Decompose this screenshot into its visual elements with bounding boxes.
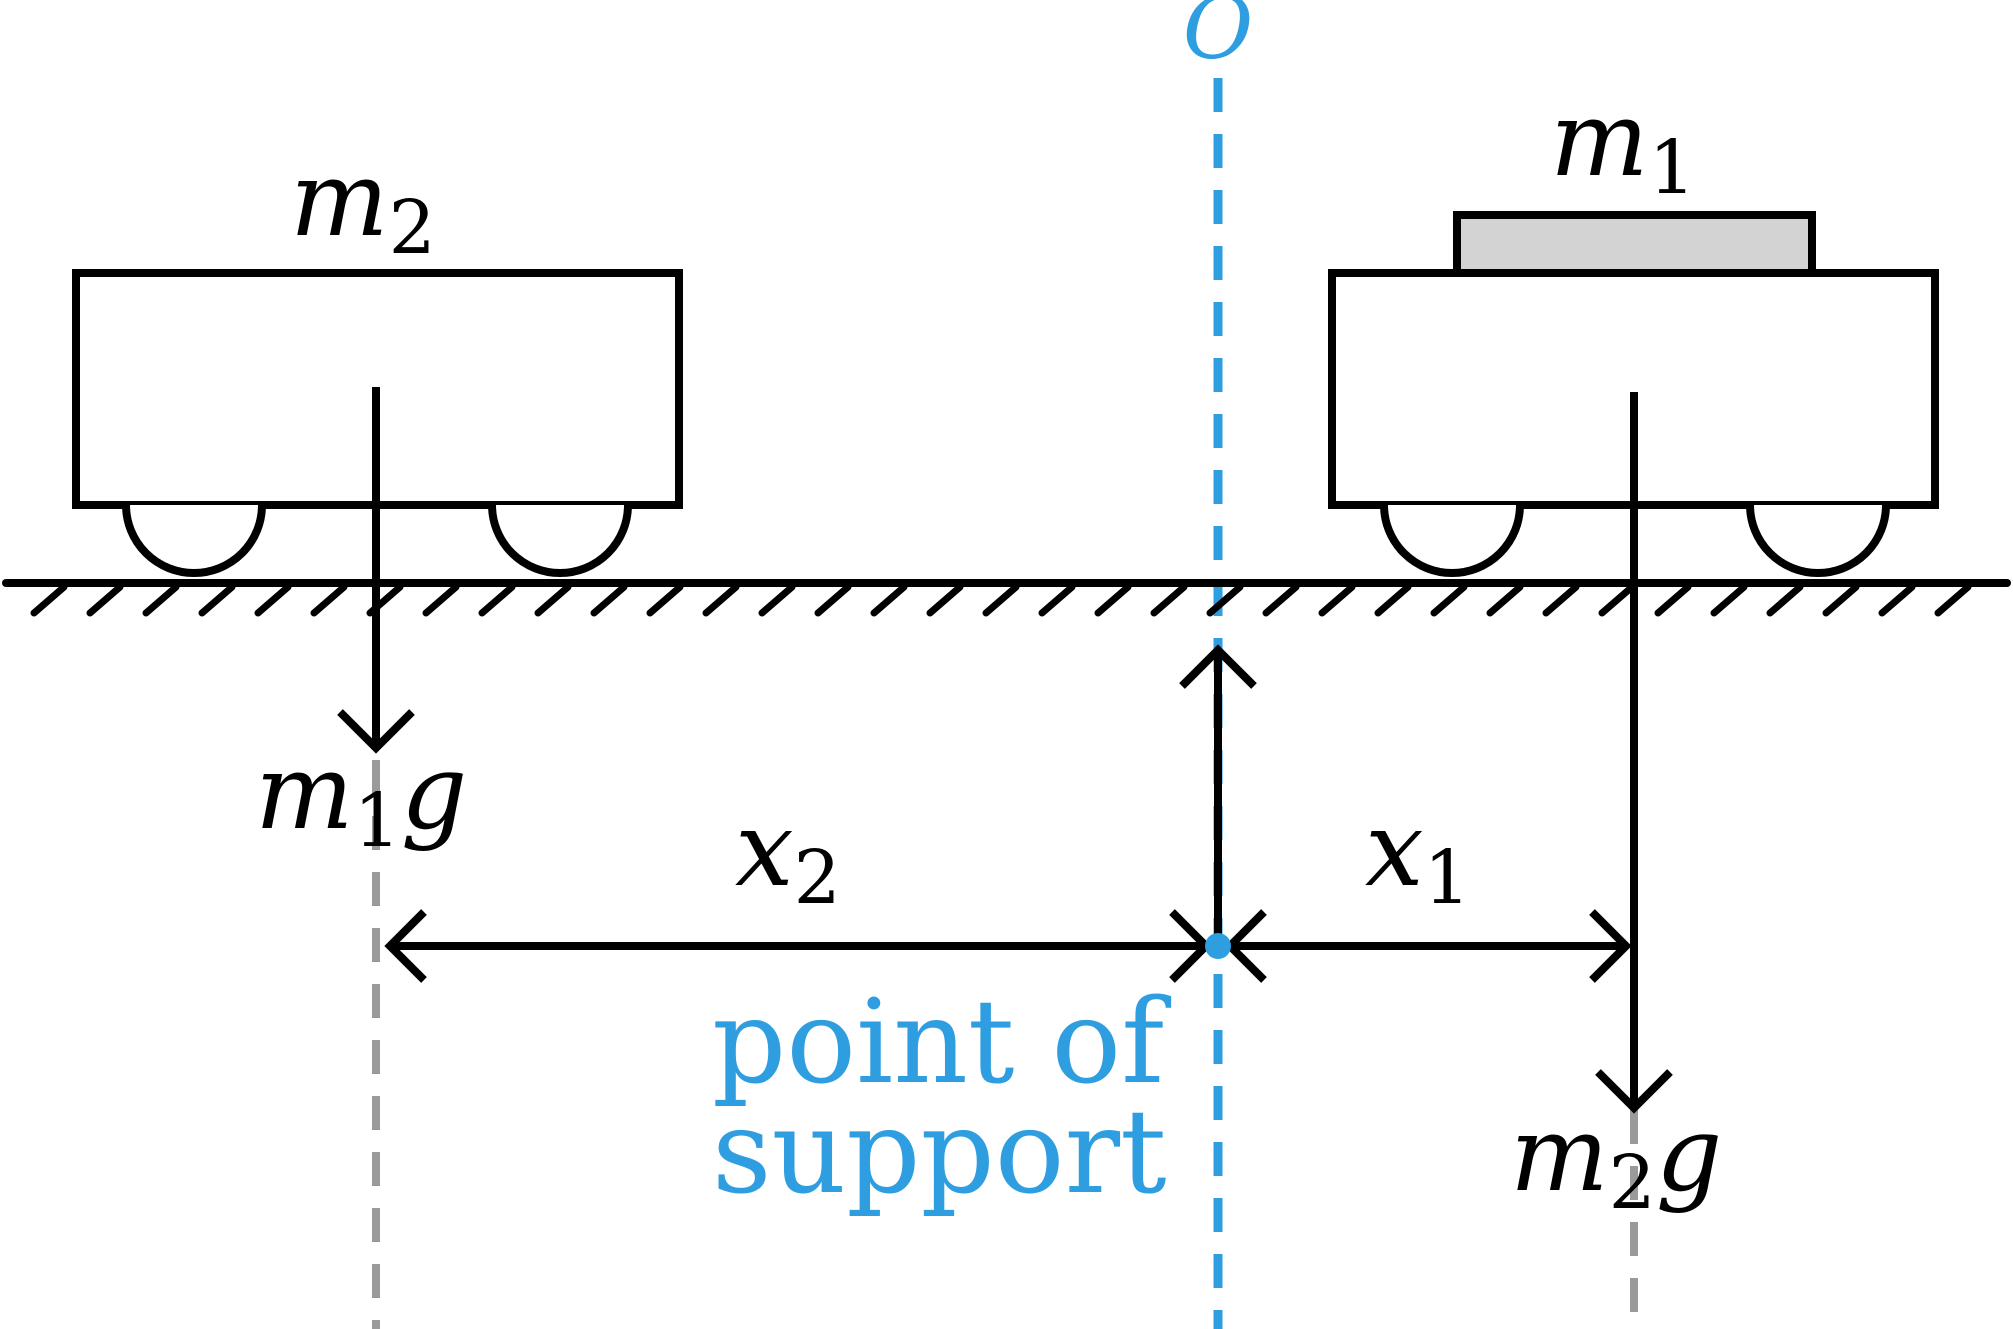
- ground-hatch-mark: [1598, 583, 1636, 617]
- ground-hatch-mark: [1654, 583, 1692, 617]
- ground-hatch-mark: [1766, 583, 1804, 617]
- ground-hatch-mark: [478, 583, 516, 617]
- ground-hatch-mark: [758, 583, 796, 617]
- right-load-mass-label: m1: [1550, 78, 1696, 211]
- ground-hatch-mark: [982, 583, 1020, 617]
- distance-x2-label: x2: [735, 788, 841, 921]
- ground-hatch-mark: [86, 583, 124, 617]
- ground-hatch-mark: [1150, 583, 1188, 617]
- ground-hatch-mark: [1822, 583, 1860, 617]
- ground-hatch-mark: [1318, 583, 1356, 617]
- distance-x2-left-head: [384, 909, 427, 983]
- ground-hatch-mark: [310, 583, 348, 617]
- ground-hatch-mark: [926, 583, 964, 617]
- ground-hatch-mark: [1262, 583, 1300, 617]
- support-label-line-1: point of: [712, 975, 1171, 1110]
- ground-hatch-mark: [1206, 583, 1244, 617]
- ground-hatch-mark: [1934, 583, 1972, 617]
- origin-label: O: [1183, 0, 1254, 79]
- left-cart-wheel-2: [488, 504, 632, 577]
- right-cart-load: [1453, 211, 1816, 277]
- left-cart-wheel-1: [122, 504, 266, 577]
- left-weight-arrowhead: [337, 709, 415, 754]
- right-force-label: m2g: [1510, 1093, 1722, 1226]
- ground-hatch-mark: [30, 583, 68, 617]
- ground-hatch-mark: [1038, 583, 1076, 617]
- right-weight-arrowhead: [1595, 1069, 1673, 1114]
- support-force-arrowhead: [1179, 644, 1257, 689]
- ground-hatch-mark: [1878, 583, 1916, 617]
- ground-hatch-mark: [1542, 583, 1580, 617]
- ground-hatch-mark: [534, 583, 572, 617]
- ground-hatch-mark: [590, 583, 628, 617]
- ground-hatch-mark: [142, 583, 180, 617]
- right-cart-wheel-1: [1380, 504, 1524, 577]
- ground-hatch-mark: [198, 583, 236, 617]
- ground-hatch-mark: [1094, 583, 1132, 617]
- ground-hatch-mark: [814, 583, 852, 617]
- distance-x1-right-head: [1589, 909, 1632, 983]
- left-force-label: m1g: [255, 731, 467, 864]
- ground-hatch-mark: [422, 583, 460, 617]
- ground-hatch-mark: [870, 583, 908, 617]
- ground-hatch-mark: [1430, 583, 1468, 617]
- ground-hatch-mark: [1374, 583, 1412, 617]
- ground-hatch-mark: [1486, 583, 1524, 617]
- ground-hatch-mark: [646, 583, 684, 617]
- left-cart-mass-label: m2: [290, 138, 436, 271]
- ground-hatch-mark: [254, 583, 292, 617]
- support-label-line-2: support: [712, 1085, 1167, 1220]
- ground-hatch-mark: [1710, 583, 1748, 617]
- ground-hatch-mark: [702, 583, 740, 617]
- distance-x1-label: x1: [1365, 788, 1471, 921]
- support-point-dot: [1205, 933, 1231, 959]
- ground-hatching: [30, 583, 1972, 617]
- right-cart-wheel-2: [1746, 504, 1890, 577]
